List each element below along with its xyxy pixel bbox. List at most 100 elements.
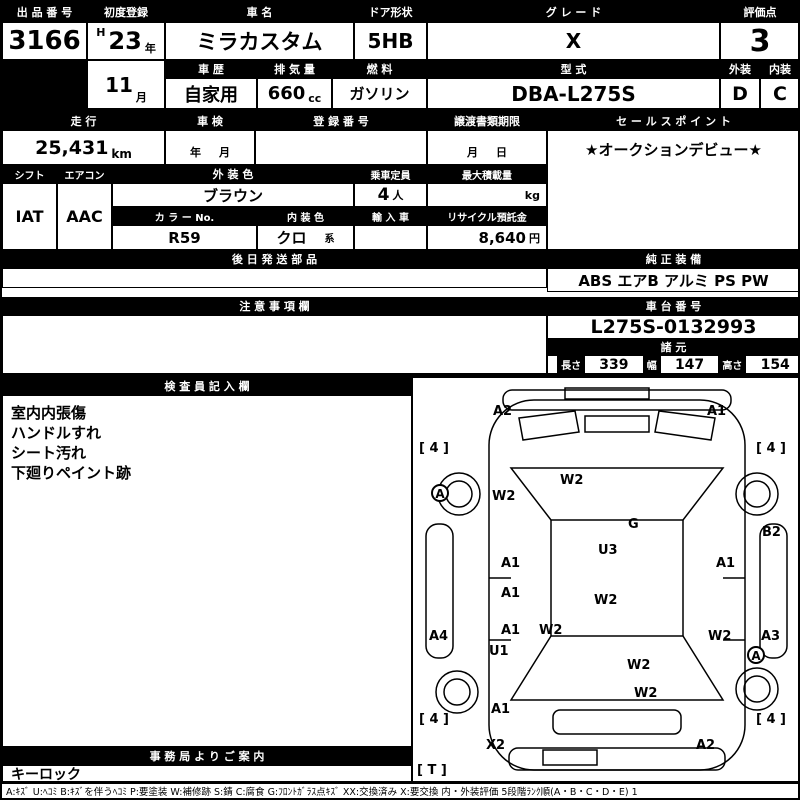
mileage-cell: 25,431 km — [2, 130, 165, 165]
max-load-cell: kg — [427, 183, 547, 207]
damage-marker: A1 — [501, 623, 521, 638]
exterior-grade-cell: D — [720, 78, 760, 109]
max-load-unit: kg — [524, 188, 540, 202]
aircon-cell: AAC — [57, 183, 112, 250]
damage-marker: A2 — [493, 404, 513, 419]
mileage: 25,431 — [35, 136, 109, 159]
damage-marker: G — [628, 517, 639, 532]
color-no-header: カ ラ ー No. — [112, 207, 257, 225]
inspector-note-line: 室内内張傷 — [11, 404, 87, 422]
car-name: ミラカスタム — [196, 30, 323, 54]
sales-point: ★オークションデビュー★ — [585, 141, 762, 159]
office-note: キーロック — [11, 766, 81, 782]
shift-cell: IAT — [2, 183, 57, 250]
fuel: ガソリン — [349, 85, 410, 103]
inspector-note-line: ハンドルすれ — [11, 424, 102, 442]
chassis-no: L275S-0132993 — [590, 316, 757, 338]
exterior-color-cell: ブラウン — [112, 183, 354, 207]
displacement-unit: cc — [308, 92, 322, 105]
chassis-no-header: 車 台 番 号 — [547, 297, 798, 315]
exterior-color-header: 外 装 色 — [112, 165, 354, 183]
damage-marker: W2 — [594, 593, 618, 608]
first-reg-year-cell: H 23 年 — [87, 22, 165, 60]
damage-marker: [ T ] — [417, 763, 447, 778]
later-parts-header: 後 日 発 送 部 品 — [2, 250, 547, 268]
inspection-cell: 年 月 — [165, 130, 255, 165]
recycle-deposit-cell: 8,640 円 — [427, 225, 547, 250]
section-divider — [2, 374, 798, 377]
car-outline-svg — [425, 387, 788, 771]
color-no-cell: R59 — [112, 225, 257, 250]
model-code-header: 型 式 — [427, 60, 720, 78]
fuel-header: 燃 料 — [332, 60, 427, 78]
later-parts-cell — [2, 268, 547, 288]
aircon-header: エアコン — [57, 165, 112, 183]
damage-marker: U1 — [489, 644, 509, 659]
damage-marker: W2 — [708, 629, 732, 644]
registration-no-cell — [255, 130, 427, 165]
mileage-unit: km — [111, 147, 132, 161]
transfer-deadline-header: 譲渡書類期限 — [427, 112, 547, 130]
displacement-cell: 660 cc — [257, 78, 332, 109]
inspection-year-unit: 年 — [190, 146, 201, 159]
max-load-header: 最大積載量 — [427, 165, 547, 183]
shift: IAT — [15, 207, 44, 226]
damage-marker: A1 — [716, 556, 736, 571]
inspector-note-line: 下廻りペイント跡 — [11, 464, 132, 482]
registration-no-header: 登 録 番 号 — [255, 112, 427, 130]
damage-marker: A1 — [501, 556, 521, 571]
aircon: AAC — [66, 207, 103, 226]
damage-marker-circled: A — [747, 646, 765, 664]
inspector-notes: 室内内張傷 ハンドルすれ シート汚れ 下廻りペイント跡 — [2, 395, 412, 747]
caution-cell — [2, 315, 547, 374]
fuel-cell: ガソリン — [332, 78, 427, 109]
import-cell — [354, 225, 427, 250]
capacity-unit: 人 — [392, 189, 404, 202]
office-header: 事 務 局 よ り ご 案 内 — [2, 747, 412, 765]
damage-marker: W2 — [627, 658, 651, 673]
interior-color-cell: クロ 系 — [257, 225, 354, 250]
damage-diagram: A2 A1 [ 4 ] [ 4 ] A W2 W2 G U3 A1 A1 B2 … — [412, 377, 798, 782]
model-code-cell: DBA-L275S — [427, 78, 720, 109]
first-reg-month: 11 — [105, 72, 133, 97]
exterior-grade-header: 外装 — [720, 60, 760, 78]
first-reg-month-cell: 11 月 — [87, 60, 165, 109]
inspector-header: 検 査 員 記 入 欄 — [2, 377, 412, 395]
shift-header: シフト — [2, 165, 57, 183]
displacement: 660 — [267, 83, 306, 104]
capacity-cell: 4 人 — [354, 183, 427, 207]
recycle-deposit: 8,640 — [478, 228, 526, 247]
color-no: R59 — [168, 228, 201, 247]
chassis-no-cell: L275S-0132993 — [547, 315, 798, 339]
interior-grade: C — [773, 82, 787, 105]
transfer-day-unit: 日 — [496, 146, 507, 159]
section-divider — [2, 109, 798, 112]
mileage-header: 走 行 — [2, 112, 165, 130]
damage-marker: B2 — [762, 525, 781, 540]
equipment-header: 純 正 装 備 — [547, 250, 798, 268]
history-header: 車 歴 — [165, 60, 257, 78]
sales-point-cell: ★オークションデビュー★ — [547, 130, 798, 250]
height-value: 154 — [760, 356, 790, 373]
damage-marker: W2 — [634, 686, 658, 701]
length-value: 339 — [599, 356, 629, 373]
stamp-black-box — [2, 60, 87, 109]
office-note-cell: キーロック — [2, 765, 412, 782]
inspection-month-unit: 月 — [219, 146, 230, 159]
capacity: 4 — [377, 185, 390, 205]
grade-cell: X — [427, 22, 720, 60]
damage-marker: A1 — [501, 586, 521, 601]
door-shape-cell: 5HB — [354, 22, 427, 60]
era-letter: H — [96, 26, 106, 39]
interior-color-unit: 系 — [324, 234, 335, 245]
legend-footer: A:ｷｽﾞ U:ﾍｺﾐ B:ｷｽﾞを伴うﾍｺﾐ P:要塗装 W:補修跡 S:錆 … — [2, 782, 798, 798]
exterior-grade: D — [732, 82, 748, 105]
recycle-unit: 円 — [529, 232, 540, 245]
history-cell: 自家用 — [165, 78, 257, 109]
damage-marker: U3 — [598, 543, 618, 558]
equipment: ABS エアB アルミ PS PW — [578, 271, 769, 290]
exterior-color: ブラウン — [202, 186, 263, 205]
interior-grade-header: 内装 — [760, 60, 798, 78]
damage-marker-circled: A — [431, 484, 449, 502]
score-header: 評価点 — [720, 2, 798, 22]
